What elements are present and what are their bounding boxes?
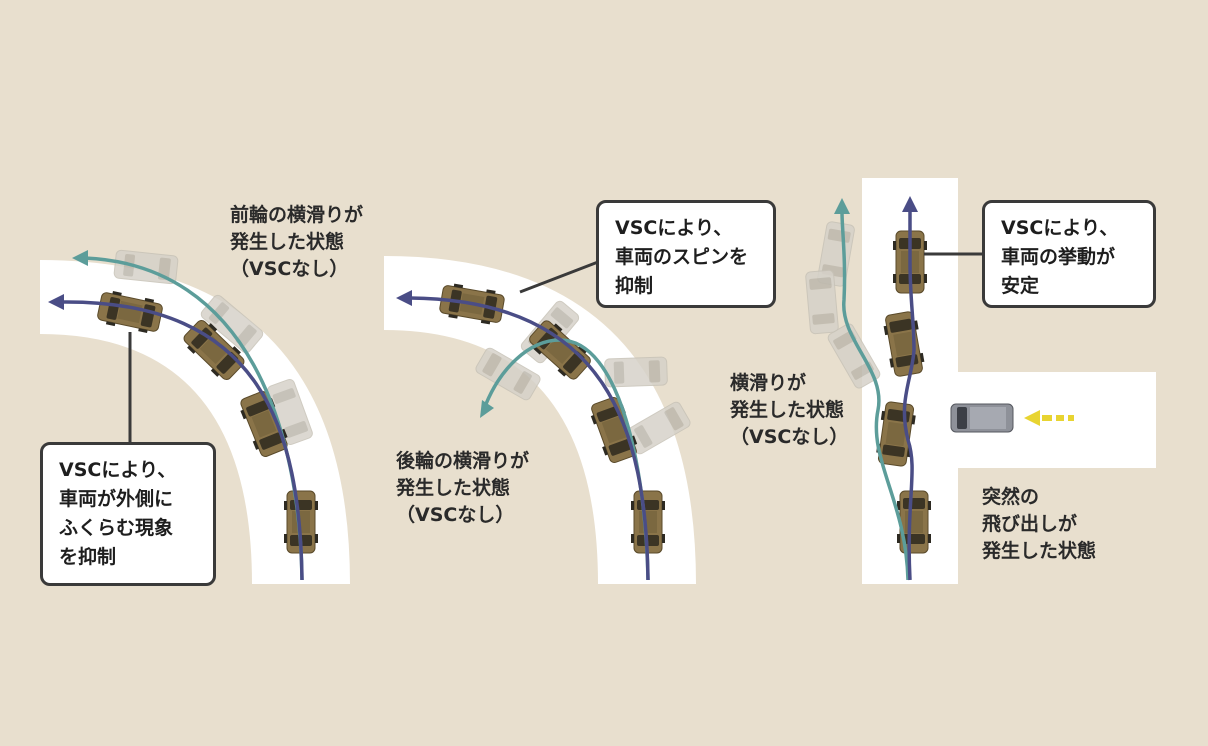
label-line: （VSCなし） [396,504,515,526]
vsc-path-2 [409,296,650,581]
panel-3-vsc-callout: VSCにより、 車両の挙動が 安定 [982,200,1156,308]
panel-3-no-vsc-label: 横滑りが 発生した状態 （VSCなし） [730,370,848,451]
callout-line: VSCにより、 [1001,217,1119,239]
label-line: （VSCなし） [230,258,349,280]
ghost-car-2 [804,269,840,335]
callout-line: 抑制 [615,275,654,297]
arrowhead-icon [902,196,918,212]
callout-line: 安定 [1001,275,1040,297]
ghost-car-3 [604,356,668,388]
label-line: （VSCなし） [730,426,849,448]
label-line: 発生した状態 [396,477,511,499]
callout-line: ふくらむ現象 [59,517,174,539]
callout-line: 車両が外側に [59,488,174,510]
no-vsc-path-3 [840,211,910,581]
arrowhead-icon [396,290,412,306]
label-line: 発生した状態 [982,540,1097,562]
callout-pointer-2 [519,260,599,294]
dashed-arrow-icon [1024,410,1074,426]
road-curve-1 [40,260,350,584]
road-curve-2 [384,256,696,584]
callout-line: VSCにより、 [615,217,733,239]
label-line: 突然の [982,486,1040,508]
callout-line: 車両の挙動が [1001,246,1116,268]
arrowhead-icon [72,250,88,266]
panel-2-vsc-callout: VSCにより、 車両のスピンを 抑制 [596,200,776,308]
label-line: 発生した状態 [730,399,845,421]
label-line: 前輪の横滑りが [230,204,364,226]
arrowhead-icon [48,294,64,310]
panel-3-event-label: 突然の 飛び出しが 発生した状態 [982,484,1096,565]
crossing-van [950,403,1014,433]
panel-2-no-vsc-label: 後輪の横滑りが 発生した状態 （VSCなし） [396,448,529,529]
panel-1-no-vsc-label: 前輪の横滑りが 発生した状態 （VSCなし） [230,202,363,283]
label-line: 後輪の横滑りが [396,450,530,472]
arrowhead-icon [834,198,850,214]
label-line: 発生した状態 [230,231,345,253]
label-line: 飛び出しが [982,513,1078,535]
vsc-path-1 [61,300,304,581]
callout-line: VSCにより、 [59,459,177,481]
vsc-path-3 [902,210,916,581]
arrowhead-icon [480,400,494,418]
car-4 [896,490,932,554]
road-t-junction [862,178,1156,584]
callout-line: 車両のスピンを [615,246,749,268]
panel-1-vsc-callout: VSCにより、 車両が外側に ふくらむ現象 を抑制 [40,442,216,586]
callout-line: を抑制 [59,546,117,568]
label-line: 横滑りが [730,372,807,394]
